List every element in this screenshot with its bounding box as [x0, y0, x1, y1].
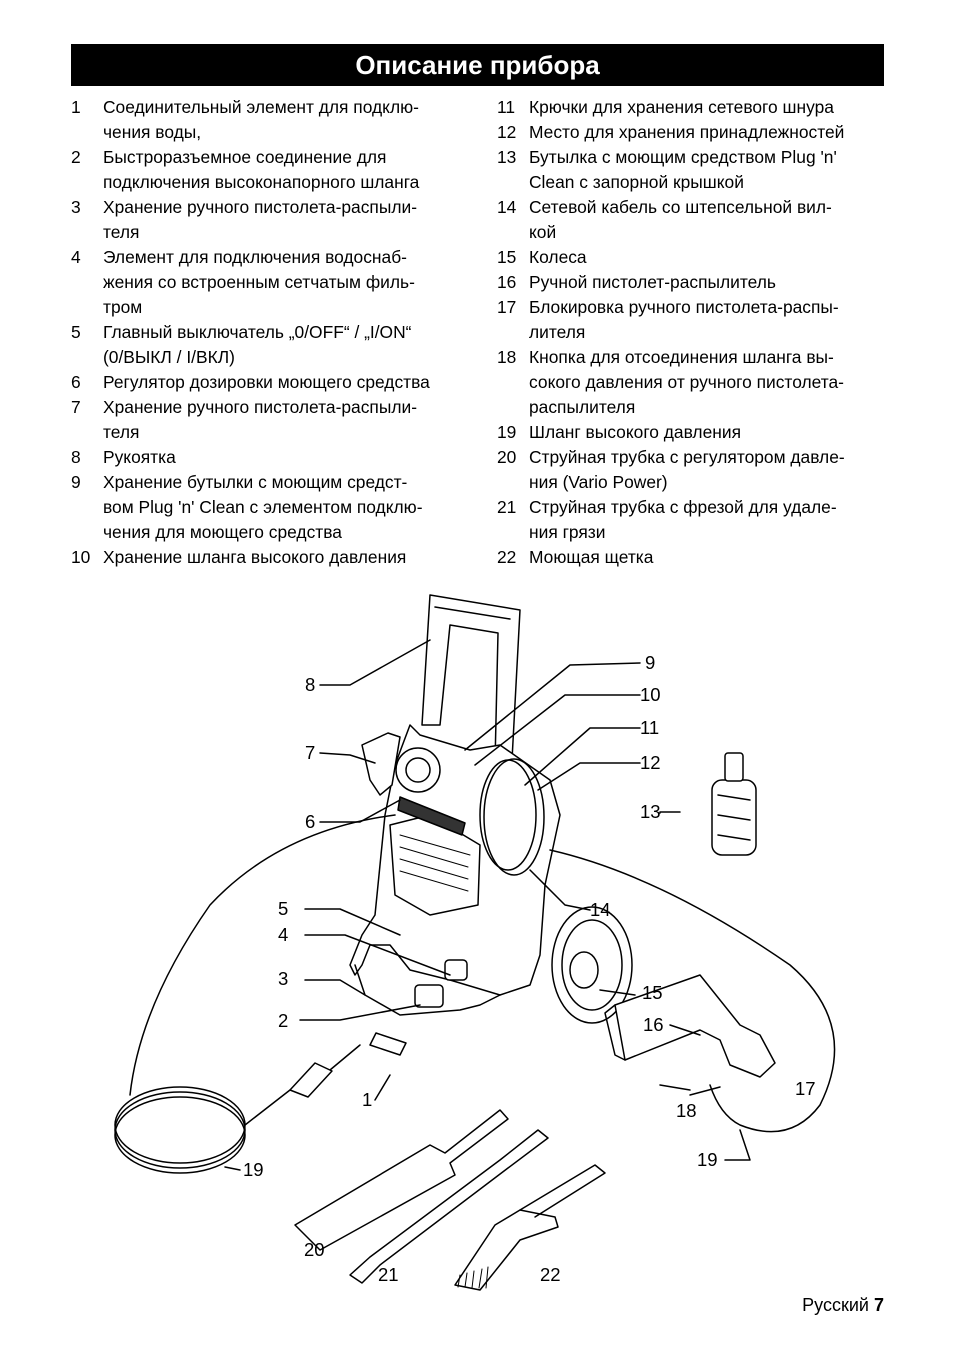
legend-item-number: 18: [497, 347, 517, 367]
legend-item-number: 11: [497, 97, 516, 117]
callout-19-right: 19: [697, 1149, 718, 1170]
pressure-washer-diagram: 8 7 6 5 4 3 2 1 9 10 11 12 13 14 15 16 1…: [100, 585, 900, 1305]
callout-21: 21: [378, 1264, 399, 1285]
legend-item: 5 Главный выключатель „0/OFF“ / „I/ON“ (0…: [71, 320, 471, 370]
legend-item-number: 8: [71, 447, 81, 467]
legend-left-column: 1 Соединительный элемент для подклю- чени…: [71, 95, 471, 570]
callout-19-left: 19: [243, 1159, 264, 1180]
legend-item-number: 21: [497, 497, 517, 517]
callout-16: 16: [643, 1014, 664, 1035]
callout-9: 9: [645, 652, 656, 673]
legend-item: 21 Струйная трубка с фрезой для удале- ни…: [497, 495, 892, 545]
legend-item: 15 Колеса: [497, 245, 892, 270]
legend-item-number: 12: [497, 122, 517, 142]
callout-11: 11: [640, 717, 660, 738]
legend-item: 10 Хранение шланга высокого давления: [71, 545, 471, 570]
callout-5: 5: [278, 898, 289, 919]
legend-item: 13 Бутылка с моющим средством Plug 'n' Cl…: [497, 145, 892, 195]
legend-item-number: 3: [71, 197, 81, 217]
callout-18: 18: [676, 1100, 697, 1121]
legend-item-text: Колеса: [529, 247, 587, 267]
page-number: 7: [873, 1295, 884, 1315]
callout-8: 8: [305, 674, 316, 695]
legend-item: 14 Сетевой кабель со штепсельной вил- кой: [497, 195, 892, 245]
legend-item: 6 Регулятор дозировки моющего средства: [71, 370, 471, 395]
callout-14: 14: [590, 899, 611, 920]
legend-item-number: 22: [497, 547, 517, 567]
legend-item-text: Струйная трубка с фрезой для удале- ния …: [529, 497, 837, 542]
legend-item: 19 Шланг высокого давления: [497, 420, 892, 445]
legend-item-number: 7: [71, 397, 81, 417]
legend-item: 3 Хранение ручного пистолета-распыли- тел…: [71, 195, 471, 245]
callout-13: 13: [640, 801, 661, 822]
legend-item-number: 14: [497, 197, 517, 217]
legend-item-text: Блокировка ручного пистолета-распы- лите…: [529, 297, 839, 342]
legend-item: 2 Быстроразъемное соединение для подключе…: [71, 145, 471, 195]
legend-item-text: Шланг высокого давления: [529, 422, 741, 442]
legend-item-text: Быстроразъемное соединение для подключен…: [103, 147, 420, 192]
legend-right-column: 11 Крючки для хранения сетевого шнура 12 Ме…: [497, 95, 892, 570]
legend-item: 16 Ручной пистолет-распылитель: [497, 270, 892, 295]
legend-item-number: 16: [497, 272, 517, 292]
legend-item: 1 Соединительный элемент для подклю- чени…: [71, 95, 471, 145]
legend-item-text: Место для хранения принадлежностей: [529, 122, 845, 142]
legend-item-number: 9: [71, 472, 81, 492]
legend-item-text: Моющая щетка: [529, 547, 654, 567]
legend-item-text: Хранение шланга высокого давления: [103, 547, 407, 567]
callout-1: 1: [362, 1089, 373, 1110]
legend-item-number: 17: [497, 297, 517, 317]
legend-item-number: 5: [71, 322, 81, 342]
legend-item-number: 6: [71, 372, 81, 392]
legend-item-text: Кнопка для отсоединения шланга вы- соког…: [529, 347, 844, 417]
legend-item: 9 Хранение бутылки с моющим средст- вом P…: [71, 470, 471, 545]
legend-item-text: Соединительный элемент для подклю- чения…: [103, 97, 419, 142]
callout-10: 10: [640, 684, 661, 705]
legend-item-text: Ручной пистолет-распылитель: [529, 272, 776, 292]
legend-item-text: Хранение ручного пистолета-распыли- теля: [103, 397, 417, 442]
legend-item-text: Главный выключатель „0/OFF“ / „I/ON“ (0/…: [103, 322, 412, 367]
legend-item: 20 Струйная трубка с регулятором давле- н…: [497, 445, 892, 495]
callout-2: 2: [278, 1010, 289, 1031]
legend-item-text: Струйная трубка с регулятором давле- ния…: [529, 447, 845, 492]
callout-20: 20: [304, 1239, 325, 1260]
pressure-washer-drawing: [114, 594, 836, 1291]
legend-item: 7 Хранение ручного пистолета-распыли- тел…: [71, 395, 471, 445]
legend-item-number: 4: [71, 247, 81, 267]
legend-item-text: Хранение ручного пистолета-распыли- теля: [103, 197, 417, 242]
page-footer: Русский 7: [802, 1295, 884, 1316]
legend-item: 12 Место для хранения принадлежностей: [497, 120, 892, 145]
callout-17: 17: [795, 1078, 816, 1099]
legend-item-number: 10: [71, 547, 91, 567]
footer-language: Русский: [802, 1295, 869, 1315]
legend-item-number: 15: [497, 247, 517, 267]
legend-item-text: Регулятор дозировки моющего средства: [103, 372, 430, 392]
callout-7: 7: [305, 742, 316, 763]
callout-22: 22: [540, 1264, 561, 1285]
section-title: Описание прибора: [71, 44, 884, 86]
legend-item-text: Сетевой кабель со штепсельной вил- кой: [529, 197, 832, 242]
legend-item-text: Крючки для хранения сетевого шнура: [529, 97, 834, 117]
legend-item-number: 19: [497, 422, 517, 442]
legend-item: 18 Кнопка для отсоединения шланга вы- сок…: [497, 345, 892, 420]
legend-item-number: 13: [497, 147, 517, 167]
legend-item: 11 Крючки для хранения сетевого шнура: [497, 95, 892, 120]
callout-4: 4: [278, 924, 289, 945]
legend-item-text: Бутылка с моющим средством Plug 'n' Clea…: [529, 147, 837, 192]
legend-item: 17 Блокировка ручного пистолета-распы- ли…: [497, 295, 892, 345]
legend-item-number: 1: [71, 97, 81, 117]
legend-item-number: 20: [497, 447, 517, 467]
legend-item: 4 Элемент для подключения водоснаб- жения…: [71, 245, 471, 320]
legend-item-text: Хранение бутылки с моющим средст- вом Pl…: [103, 472, 423, 542]
callout-12: 12: [640, 752, 661, 773]
legend-item-number: 2: [71, 147, 81, 167]
callout-15: 15: [642, 982, 663, 1003]
callout-3: 3: [278, 968, 289, 989]
legend-item: 22 Моющая щетка: [497, 545, 892, 570]
legend-item-text: Элемент для подключения водоснаб- жения …: [103, 247, 415, 317]
callout-6: 6: [305, 811, 316, 832]
legend-item-text: Рукоятка: [103, 447, 176, 467]
legend-item: 8 Рукоятка: [71, 445, 471, 470]
